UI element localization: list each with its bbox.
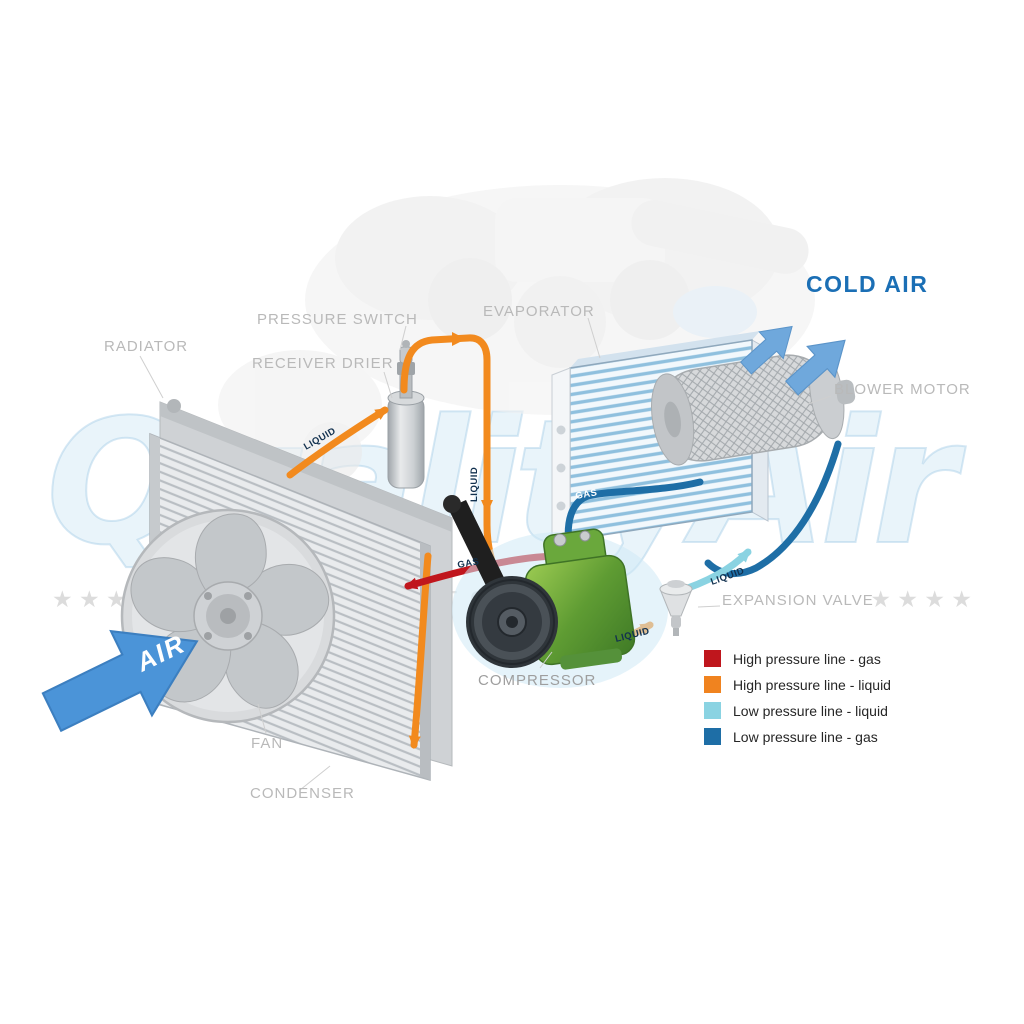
label-expansion-valve: EXPANSION VALVE xyxy=(722,592,874,609)
legend-swatch-high-liquid xyxy=(704,676,721,693)
label-receiver-drier: RECEIVER DRIER xyxy=(252,355,394,372)
cold-air-arrows xyxy=(739,325,846,396)
legend-item-low-gas: Low pressure line - gas xyxy=(704,728,891,745)
compressor xyxy=(443,495,668,688)
expansion-valve xyxy=(659,580,693,636)
leader-lines xyxy=(139,317,832,791)
legend: High pressure line - gas High pressure l… xyxy=(704,650,891,754)
legend-label-high-liquid: High pressure line - liquid xyxy=(733,676,891,693)
receiver-drier xyxy=(387,390,425,489)
label-compressor: COMPRESSOR xyxy=(478,672,597,689)
air-arrow: AIR xyxy=(41,628,199,733)
legend-swatch-high-gas xyxy=(704,650,721,667)
legend-label-low-liquid: Low pressure line - liquid xyxy=(733,702,888,719)
label-cold-air: COLD AIR xyxy=(806,271,929,297)
label-radiator: RADIATOR xyxy=(104,338,189,355)
pipe-label-gas-high: GAS xyxy=(457,556,481,571)
legend-label-low-gas: Low pressure line - gas xyxy=(733,728,878,745)
label-pressure-switch: PRESSURE SWITCH xyxy=(257,311,418,328)
legend-item-low-liquid: Low pressure line - liquid xyxy=(704,702,891,719)
label-condenser: CONDENSER xyxy=(250,785,355,802)
pipe-arrow-right xyxy=(452,332,466,346)
legend-swatch-low-gas xyxy=(704,728,721,745)
legend-swatch-low-liquid xyxy=(704,702,721,719)
legend-item-high-liquid: High pressure line - liquid xyxy=(704,676,891,693)
pipe-label-liquid-down: LIQUID xyxy=(469,467,480,502)
label-evaporator: EVAPORATOR xyxy=(483,303,595,320)
legend-label-high-gas: High pressure line - gas xyxy=(733,650,881,667)
pipe-label-gas-low: GAS xyxy=(575,487,599,502)
legend-item-high-gas: High pressure line - gas xyxy=(704,650,891,667)
label-fan: FAN xyxy=(251,735,284,752)
label-blower-motor: BLOWER MOTOR xyxy=(834,381,971,398)
pipe-arrow-down xyxy=(481,500,493,514)
